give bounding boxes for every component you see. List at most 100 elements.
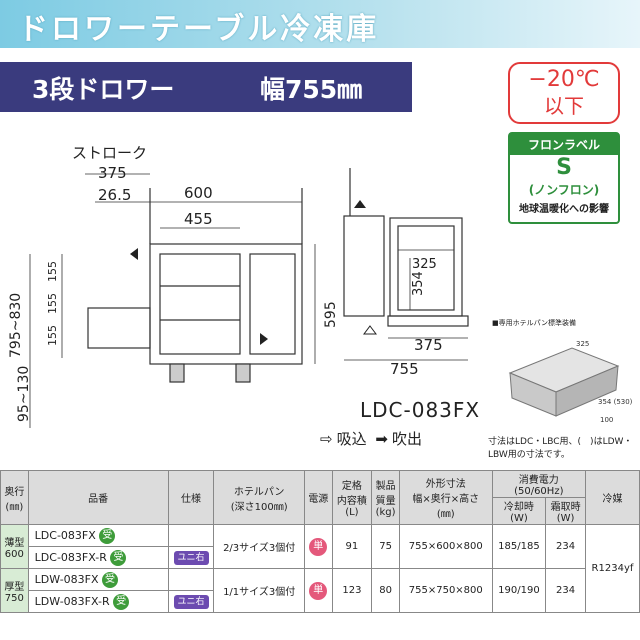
subtitle-band: 3段ドロワー 幅755㎜ xyxy=(0,62,412,112)
title-header: ドロワーテーブル冷凍庫 xyxy=(0,0,640,48)
single-phase-icon: 単 xyxy=(309,581,328,600)
col-model: 品番 xyxy=(27,470,169,525)
col-defrost: 霜取時 (W) xyxy=(545,497,586,525)
col-weight: 製品 質量 (kg) xyxy=(371,470,400,525)
side-dim-375: 375 xyxy=(414,336,443,354)
col-power: 電源 xyxy=(303,470,333,525)
power-cell: 単 xyxy=(303,568,333,613)
table-row: LDC-083FX-R 受 ユニ右 xyxy=(1,546,640,569)
pan-dim-c: 100 xyxy=(600,416,613,424)
dim-155-mid: 155 xyxy=(46,293,59,314)
order-badge-icon: 受 xyxy=(110,549,127,566)
intake-arrow-icon: ⇨ xyxy=(320,430,333,448)
front-unit-area xyxy=(249,253,296,355)
dim-155-top: 155 xyxy=(46,261,59,282)
airflow-legend: ⇨吸込 ➡吹出 xyxy=(320,428,426,449)
outflow-arrow-top xyxy=(354,200,366,208)
side-dim-325: 325 xyxy=(412,257,437,272)
dim-height-795: 795~830 xyxy=(8,293,24,358)
cool-cell: 185/185 xyxy=(491,524,547,569)
defrost-cell: 234 xyxy=(545,524,586,569)
spec-table: 奥行 (㎜) 品番 仕様 ホテルパン (深さ100㎜) 電源 定格 内容積 (L… xyxy=(0,470,640,613)
unit-right-badge: ユニ右 xyxy=(173,550,209,565)
col-refrigerant: 冷媒 xyxy=(584,470,640,525)
weight-cell: 75 xyxy=(371,524,400,569)
freon-label-nonfreon: (ノンフロン) xyxy=(528,183,600,197)
hotel-pan-illustration: 325 354 (530) 100 xyxy=(508,340,633,424)
dim-455: 455 xyxy=(184,210,213,228)
temperature-badge: −20℃ 以下 xyxy=(508,62,620,124)
table-row: 薄型 600 LDC-083FX 受 2/3サイズ3個付 単 91 75 755… xyxy=(0,524,640,613)
freon-label-heading: フロンラベル xyxy=(510,134,618,155)
order-badge-icon: 受 xyxy=(99,527,116,544)
drawer-count-label: 3段ドロワー xyxy=(32,75,175,104)
depth-thick: 厚型 750 xyxy=(0,568,29,613)
volume-cell: 91 xyxy=(331,524,373,569)
table-row: 厚型 750 LDW-083FX 受 1/1サイズ3個付 単 123 80 75… xyxy=(0,568,640,613)
pan-cell: 2/3サイズ3個付 xyxy=(213,524,305,569)
pan-cell: 1/1サイズ3個付 xyxy=(213,568,305,613)
power-cell: 単 xyxy=(303,524,333,569)
weight-cell: 80 xyxy=(371,568,400,613)
pan-dim-a: 325 xyxy=(576,340,589,348)
side-dim-755: 755 xyxy=(390,360,419,378)
col-volume: 定格 内容積 (L) xyxy=(331,470,373,525)
dim-155-bot: 155 xyxy=(46,325,59,346)
width-label: 幅755㎜ xyxy=(260,75,363,104)
defrost-cell: 234 xyxy=(545,568,586,613)
diagram-model-label: LDC-083FX xyxy=(360,398,481,422)
order-badge-icon: 受 xyxy=(102,571,119,588)
col-cool: 冷却時 (W) xyxy=(491,497,547,525)
intake-arrow-side xyxy=(363,325,377,335)
front-cabinet-outline xyxy=(149,243,303,365)
spec-cell: ユニ右 xyxy=(167,590,215,613)
outflow-arrow-front xyxy=(260,333,268,345)
table-row: LDW-083FX-R 受 ユニ右 xyxy=(1,590,640,613)
dimension-diagram: ストローク 375 26.5 600 455 155 155 155 795~8… xyxy=(8,144,469,428)
outflow-arrow-icon: ➡ xyxy=(375,430,388,448)
unit-right-badge: ユニ右 xyxy=(173,594,209,609)
refrigerant-cell: R1234yf xyxy=(584,524,640,613)
intake-label: 吸込 xyxy=(336,430,367,448)
dims-cell: 755×750×800 xyxy=(398,568,493,613)
dim-leg-95: 95~130 xyxy=(16,366,32,422)
dim-600: 600 xyxy=(184,184,213,202)
single-phase-icon: 単 xyxy=(309,537,328,556)
dim-595: 595 xyxy=(323,301,339,328)
col-consumption: 消費電力 (50/60Hz) xyxy=(491,470,586,498)
front-drawer-area xyxy=(159,253,241,355)
volume-cell: 123 xyxy=(331,568,373,613)
spec-cell: ユニ右 xyxy=(167,546,215,569)
depth-thin: 薄型 600 xyxy=(0,524,29,569)
outflow-arrow-left xyxy=(130,248,138,260)
col-depth: 奥行 (㎜) xyxy=(0,470,29,525)
col-pan: ホテルパン (深さ100㎜) xyxy=(213,470,305,525)
spec-cell xyxy=(167,568,215,591)
col-dims: 外形寸法 幅×奥行×高さ (㎜) xyxy=(398,470,493,525)
temperature-below: 以下 xyxy=(544,94,584,118)
spec-cell xyxy=(167,524,215,547)
freon-label-warming: 地球温暖化への影響 xyxy=(519,204,609,215)
dim-26-5: 26.5 xyxy=(98,186,131,204)
side-panel xyxy=(343,215,385,317)
pan-title: ■専用ホテルパン標準装備 xyxy=(492,319,576,327)
dim-375: 375 xyxy=(98,164,127,182)
order-badge-icon: 受 xyxy=(113,593,130,610)
side-dim-354: 354 xyxy=(411,271,426,296)
model-ldc-083fx: LDC-083FX 受 xyxy=(27,524,169,547)
freon-label-badge: フロンラベル S (ノンフロン) 地球温暖化への影響 xyxy=(508,132,620,224)
pan-dim-b: 354 (530) xyxy=(598,398,633,406)
outflow-label: 吹出 xyxy=(391,430,422,448)
cool-cell: 190/190 xyxy=(491,568,547,613)
col-spec: 仕様 xyxy=(167,470,215,525)
model-ldc-083fx-r: LDC-083FX-R 受 xyxy=(27,546,169,569)
model-ldw-083fx: LDW-083FX 受 xyxy=(27,568,169,591)
model-ldw-083fx-r: LDW-083FX-R 受 xyxy=(27,590,169,613)
freon-label-grade: S xyxy=(556,155,572,180)
dims-cell: 755×600×800 xyxy=(398,524,493,569)
stroke-label: ストローク xyxy=(72,144,147,162)
temperature-value: −20℃ xyxy=(528,67,600,92)
open-drawer-outline xyxy=(87,307,151,349)
pan-note: 寸法はLDC・LBC用、( )はLDW・LBW用の寸法です。 xyxy=(488,437,633,460)
page-title: ドロワーテーブル冷凍庫 xyxy=(18,12,380,47)
